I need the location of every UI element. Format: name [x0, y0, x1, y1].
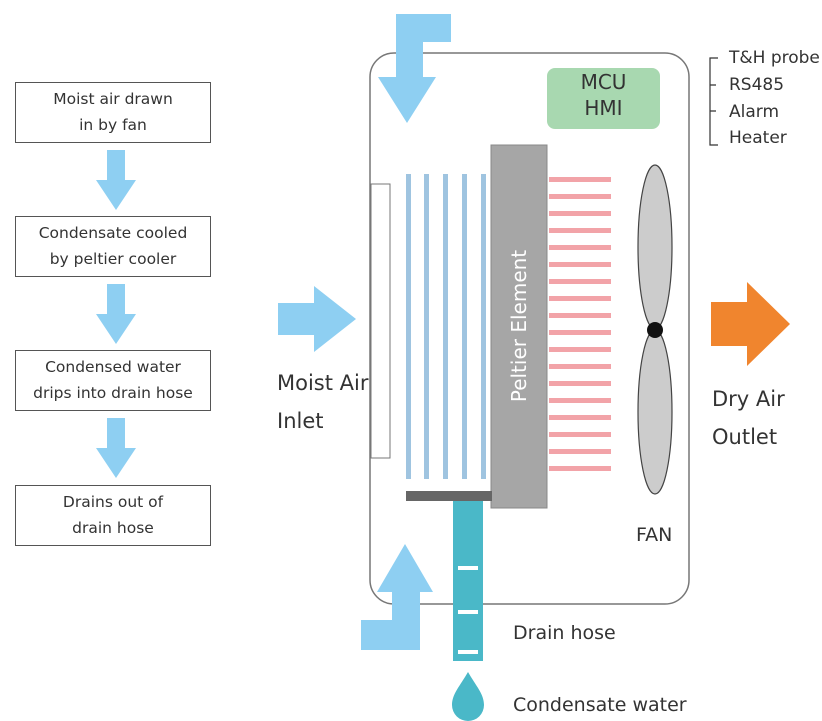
- bottom-inlet-arrow: [361, 544, 433, 650]
- outlet-label-line2: Outlet: [712, 425, 778, 449]
- cold-fin: [481, 174, 486, 479]
- hot-fin: [549, 296, 611, 301]
- io-item-th-probe: T&H probe: [729, 48, 820, 68]
- drain-hose-label: Drain hose: [513, 622, 616, 644]
- drain-hose-band: [458, 610, 478, 614]
- hot-fin: [549, 415, 611, 420]
- mcu-hmi-box: [547, 68, 660, 129]
- top-inlet-arrow: [378, 14, 451, 123]
- io-bracket: [709, 57, 718, 146]
- hot-fin: [549, 364, 611, 369]
- flow-down-arrow-1: [96, 150, 136, 210]
- water-drop-icon: [452, 672, 484, 721]
- cold-fin: [443, 174, 448, 479]
- flow-step-3: Condensed water drips into drain hose: [15, 350, 211, 411]
- io-item-alarm: Alarm: [729, 102, 780, 122]
- hot-fin: [549, 330, 611, 335]
- hot-fin: [549, 211, 611, 216]
- cold-fin: [406, 174, 411, 479]
- fan-blade-bottom: [637, 329, 673, 495]
- flow-step-3-line1: Condensed water: [45, 358, 181, 376]
- hot-fin: [549, 466, 611, 471]
- io-item-heater: Heater: [729, 128, 787, 148]
- inlet-filter-panel: [370, 183, 391, 459]
- inlet-label-line1: Moist Air: [277, 371, 369, 395]
- flow-step-1-line2: in by fan: [79, 116, 147, 134]
- fan-blade-top: [637, 164, 673, 330]
- peltier-label: Peltier Element: [507, 249, 531, 403]
- hot-fin: [549, 262, 611, 267]
- hot-fin: [549, 347, 611, 352]
- flow-step-4-line1: Drains out of: [62, 493, 164, 511]
- condensate-water-label: Condensate water: [513, 694, 687, 716]
- flow-down-arrow-2: [96, 284, 136, 344]
- outlet-label-line1: Dry Air: [712, 387, 785, 411]
- fan-label: FAN: [636, 524, 673, 546]
- flow-step-3-line2: drips into drain hose: [33, 384, 193, 402]
- flow-down-arrow-3: [96, 418, 136, 478]
- drain-hose: [453, 501, 483, 661]
- hot-fin: [549, 245, 611, 250]
- flow-step-2-line2: by peltier cooler: [49, 250, 177, 268]
- hot-fins: [549, 177, 611, 471]
- hot-fin: [549, 381, 611, 386]
- peltier-element: [490, 144, 548, 509]
- flow-step-2-line1: Condensate cooled: [38, 224, 188, 242]
- inlet-label-line2: Inlet: [277, 409, 324, 433]
- flow-step-4: Drains out of drain hose: [15, 485, 211, 546]
- drain-hose-band: [458, 650, 478, 654]
- hot-fin: [549, 432, 611, 437]
- flow-step-4-line2: drain hose: [72, 519, 154, 537]
- fan-hub: [647, 322, 663, 338]
- hot-fin: [549, 279, 611, 284]
- cold-fin: [462, 174, 467, 479]
- flow-step-1: Moist air drawn in by fan: [15, 82, 211, 143]
- hot-fin: [549, 194, 611, 199]
- hot-fin: [549, 449, 611, 454]
- hot-fin: [549, 228, 611, 233]
- cold-fin: [424, 174, 429, 479]
- hot-fin: [549, 313, 611, 318]
- flow-step-2: Condensate cooled by peltier cooler: [15, 216, 211, 277]
- drip-tray: [406, 491, 492, 501]
- io-item-rs485: RS485: [729, 75, 785, 95]
- cold-fins: [406, 174, 486, 479]
- drain-hose-band: [458, 566, 478, 570]
- hot-fin: [549, 398, 611, 403]
- hot-fin: [549, 177, 611, 182]
- moist-air-inlet-arrow: [278, 286, 356, 352]
- hmi-label: HMI: [584, 96, 623, 120]
- dry-air-outlet-arrow: [711, 282, 790, 366]
- flow-step-1-line1: Moist air drawn: [53, 90, 173, 108]
- mcu-label: MCU: [580, 70, 627, 94]
